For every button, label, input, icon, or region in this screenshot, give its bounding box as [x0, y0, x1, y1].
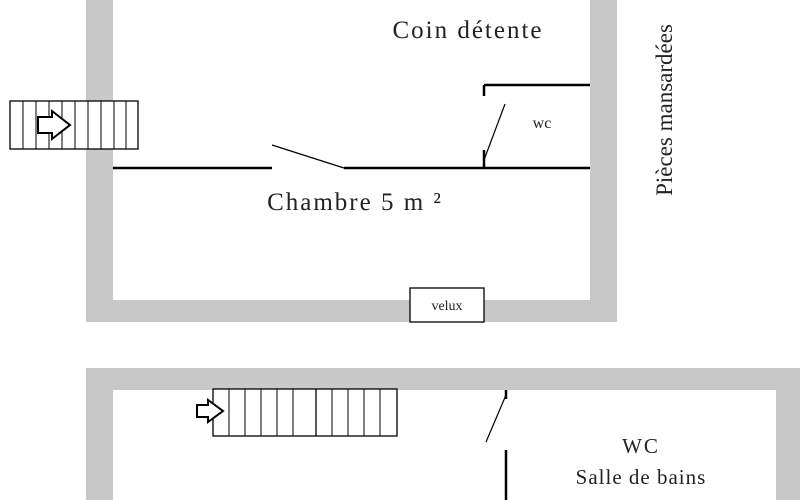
upper-wall-bottom: [86, 300, 617, 322]
attic-rooms-label: Pièces mansardées: [652, 24, 677, 196]
bedroom-door: [271, 144, 345, 169]
upper-floor: Coin détente wc Chambre 5 m ² Pièces man…: [9, 0, 677, 323]
upper-wc-label: wc: [533, 115, 552, 132]
bathroom-door: [485, 394, 507, 443]
bathroom-label: Salle de bains: [576, 465, 707, 489]
velux-box: [409, 287, 485, 323]
lower-stair-arrow-icon: [196, 398, 225, 424]
lounge-label: Coin détente: [392, 17, 543, 44]
bedroom-label: Chambre 5 m ²: [267, 189, 443, 216]
lower-wall-top: [86, 368, 800, 390]
velux-label: velux: [431, 299, 462, 314]
lower-floor: WC Salle de bains: [86, 368, 800, 500]
lower-wall-left: [86, 368, 113, 500]
lower-wc-label: WC: [622, 434, 660, 458]
upper-wall-right: [590, 0, 617, 322]
upper-wall-left: [86, 0, 113, 322]
lower-wall-right: [776, 368, 800, 500]
lower-staircase: [196, 388, 398, 437]
upper-staircase: [9, 100, 139, 150]
stair-arrow-icon: [37, 108, 72, 142]
wc-door: [483, 103, 506, 161]
